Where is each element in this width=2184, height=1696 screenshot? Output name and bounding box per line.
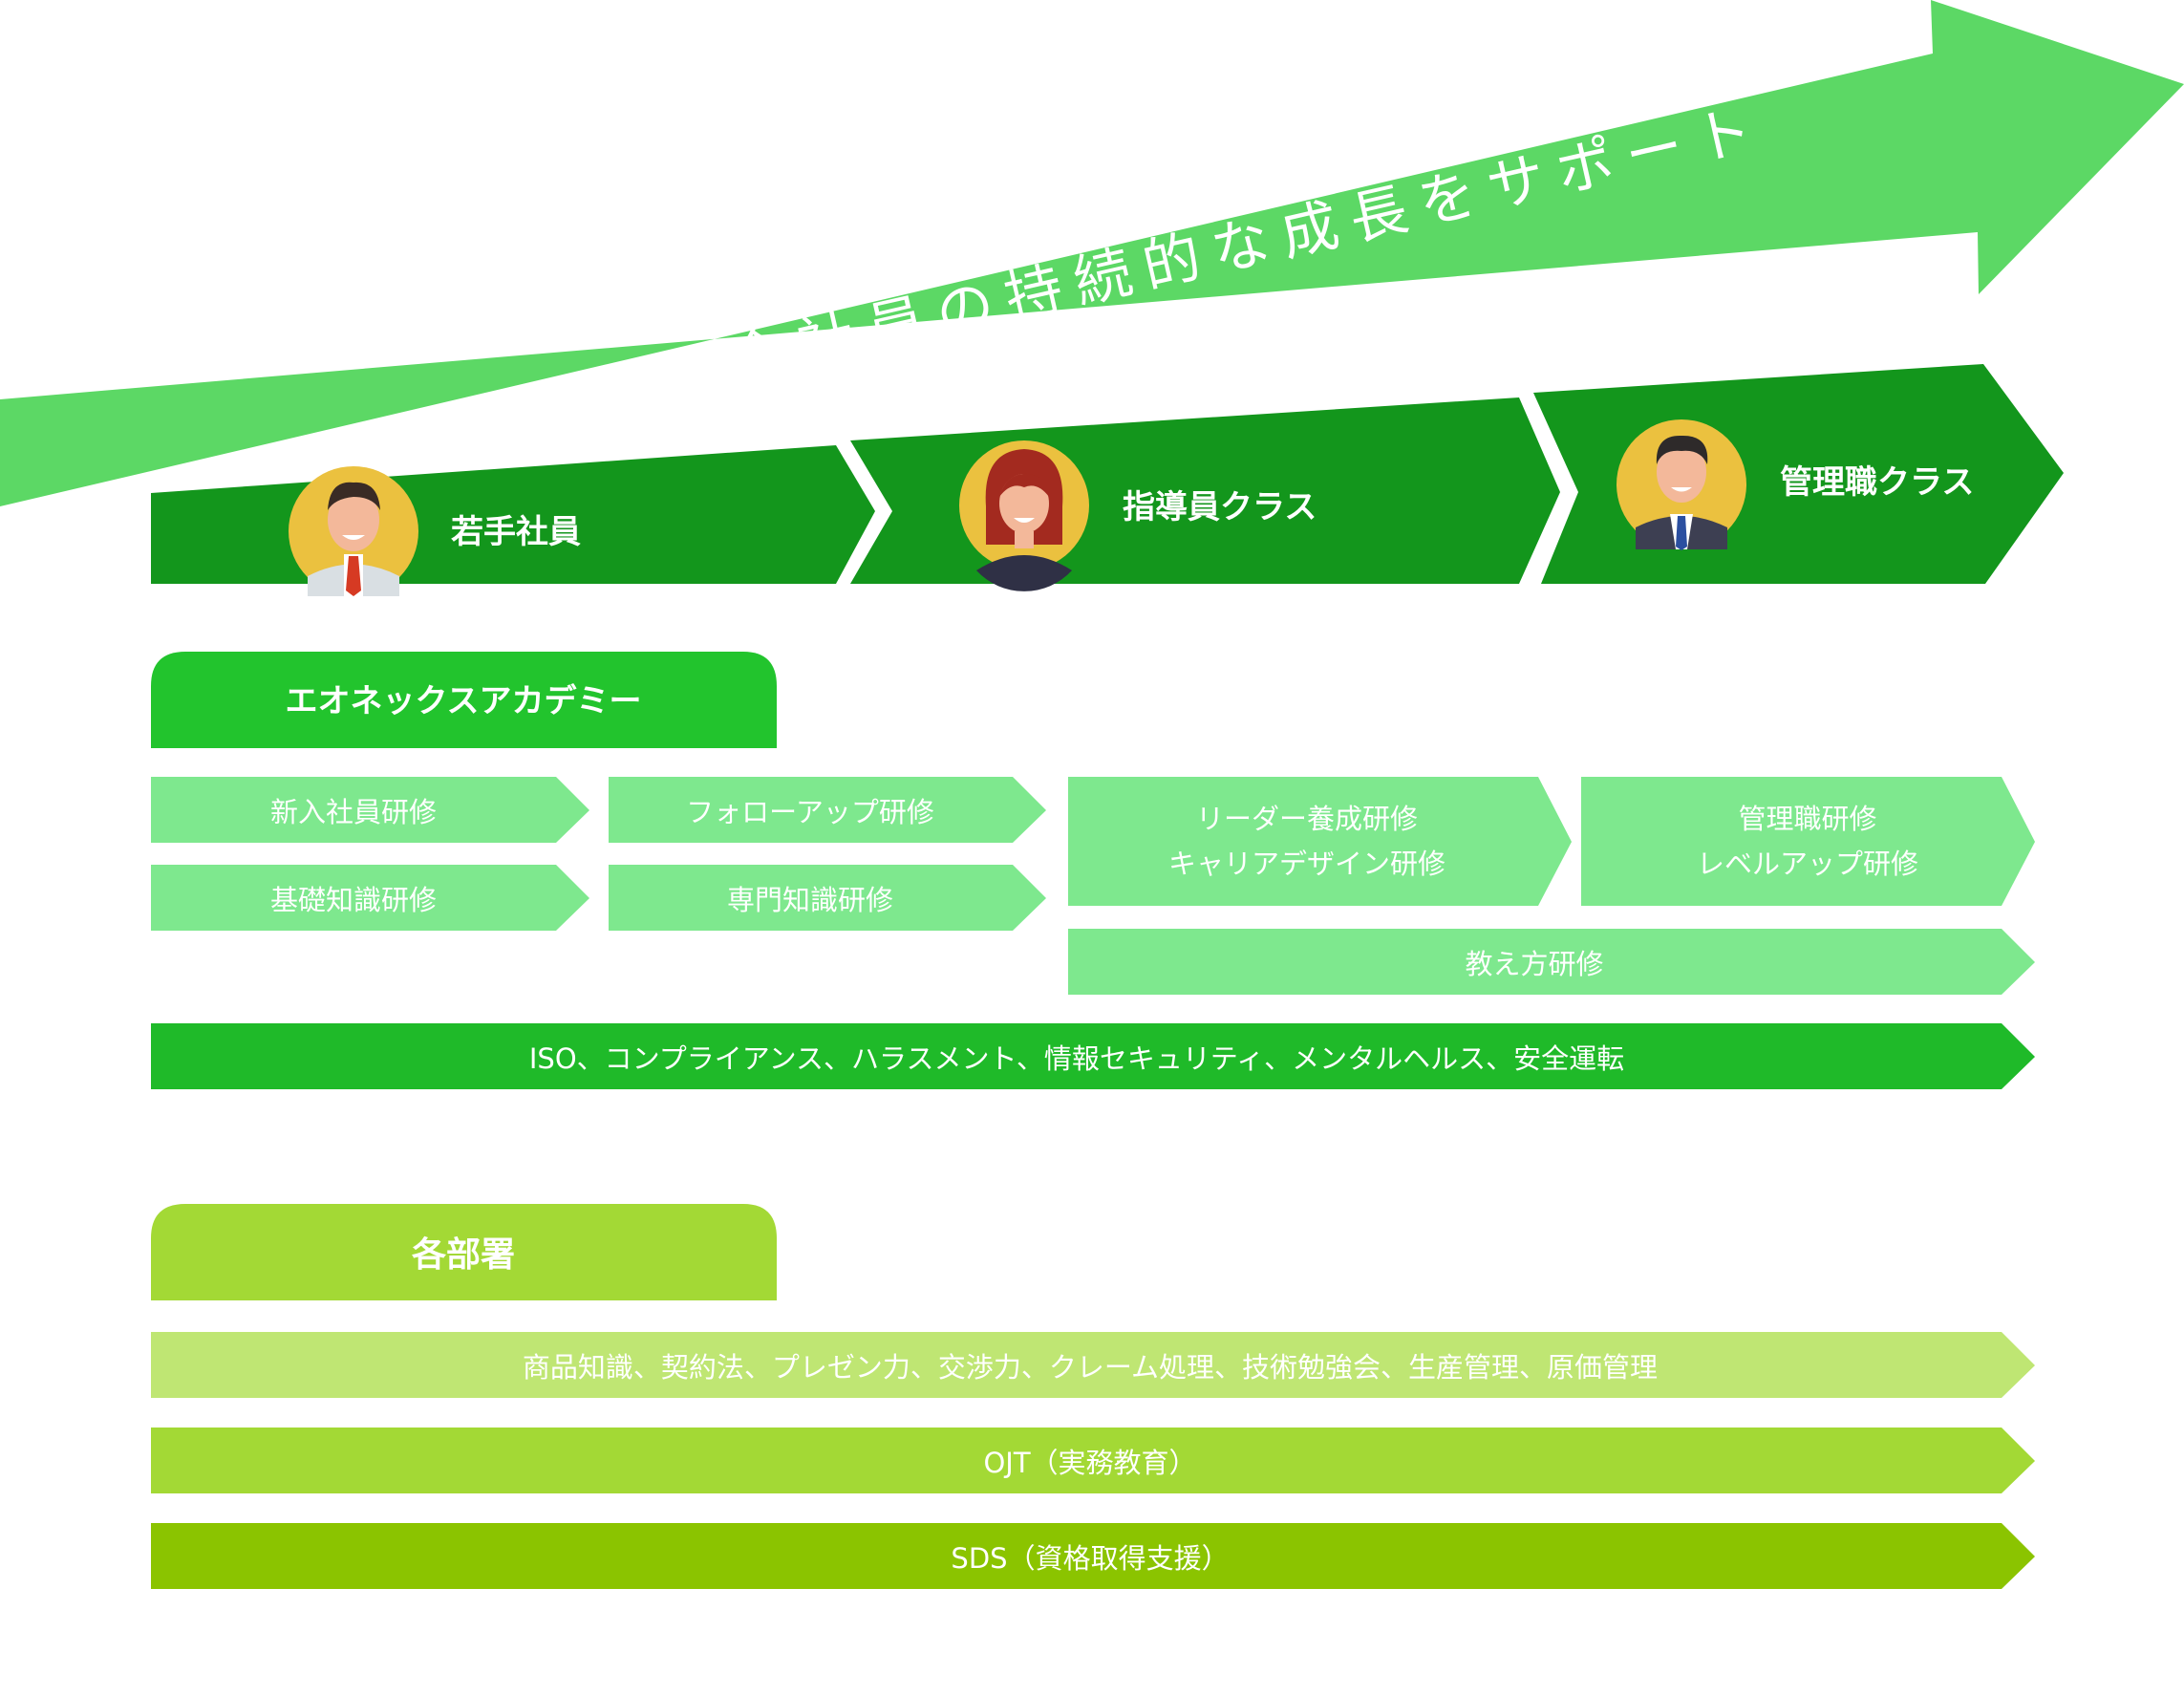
course-teaching: 教え方研修 [1068,929,2035,995]
course-compliance-label: ISO、コンプライアンス、ハラスメント、情報セキュリティ、メンタルヘルス、安全運… [529,1042,1624,1075]
instructor-avatar [959,440,1089,591]
manager-avatar [1617,419,1746,550]
course-specialist-knowledge: 専門知識研修 [609,865,1046,931]
course-leader-label: リーダー養成研修 [1196,803,1418,835]
course-specialist-knowledge-label: 専門知識研修 [727,884,893,916]
course-leader-career: リーダー養成研修 キャリアデザイン研修 [1068,777,1572,906]
course-manager-label: 管理職研修 [1738,803,1876,835]
stage-label-instructor: 指導員クラス [1123,488,1317,526]
course-career-design-label: キャリアデザイン研修 [1168,848,1445,880]
stage-label-manager: 管理職クラス [1780,463,1974,502]
stage-label-young: 若手社員 [451,513,581,551]
career-stage-band: 若手社員 指導員クラス 管理職クラス [151,364,2064,596]
course-level-up-label: レベルアップ研修 [1697,848,1918,880]
course-new-employee: 新入社員研修 [151,777,589,843]
dept-skills-label: 商品知識、契約法、プレゼン力、交渉力、クレーム処理、技術勉強会、生産管理、原価管… [523,1351,1658,1384]
course-follow-up-label: フォローアップ研修 [686,796,934,828]
course-basic-knowledge-label: 基礎知識研修 [270,884,437,916]
dept-ojt-label: OJT（実務教育） [983,1447,1196,1479]
dept-sds-row: SDS（資格取得支援） [151,1523,2035,1589]
course-compliance: ISO、コンプライアンス、ハラスメント、情報セキュリティ、メンタルヘルス、安全運… [151,1023,2035,1089]
academy-header: エオネックスアカデミー [151,652,777,748]
young-employee-avatar [289,466,418,596]
dept-ojt-row: OJT（実務教育） [151,1428,2035,1493]
course-manager-levelup: 管理職研修 レベルアップ研修 [1581,777,2035,906]
course-follow-up: フォローアップ研修 [609,777,1046,843]
departments-header-label: 各部署 [412,1235,515,1275]
departments-header: 各部署 [151,1204,777,1300]
department-programs: 商品知識、契約法、プレゼン力、交渉力、クレーム処理、技術勉強会、生産管理、原価管… [151,1332,2035,1589]
dept-sds-label: SDS（資格取得支援） [951,1542,1229,1575]
growth-arrow-shape [0,0,2184,506]
course-new-employee-label: 新入社員研修 [270,796,437,828]
academy-courses: 新入社員研修 フォローアップ研修 基礎知識研修 専門知識研修 リーダー養成研修 … [151,777,2035,1089]
academy-header-label: エオネックスアカデミー [286,682,642,720]
dept-skills-row: 商品知識、契約法、プレゼン力、交渉力、クレーム処理、技術勉強会、生産管理、原価管… [151,1332,2035,1398]
course-teaching-label: 教え方研修 [1465,948,1603,980]
course-basic-knowledge: 基礎知識研修 [151,865,589,931]
